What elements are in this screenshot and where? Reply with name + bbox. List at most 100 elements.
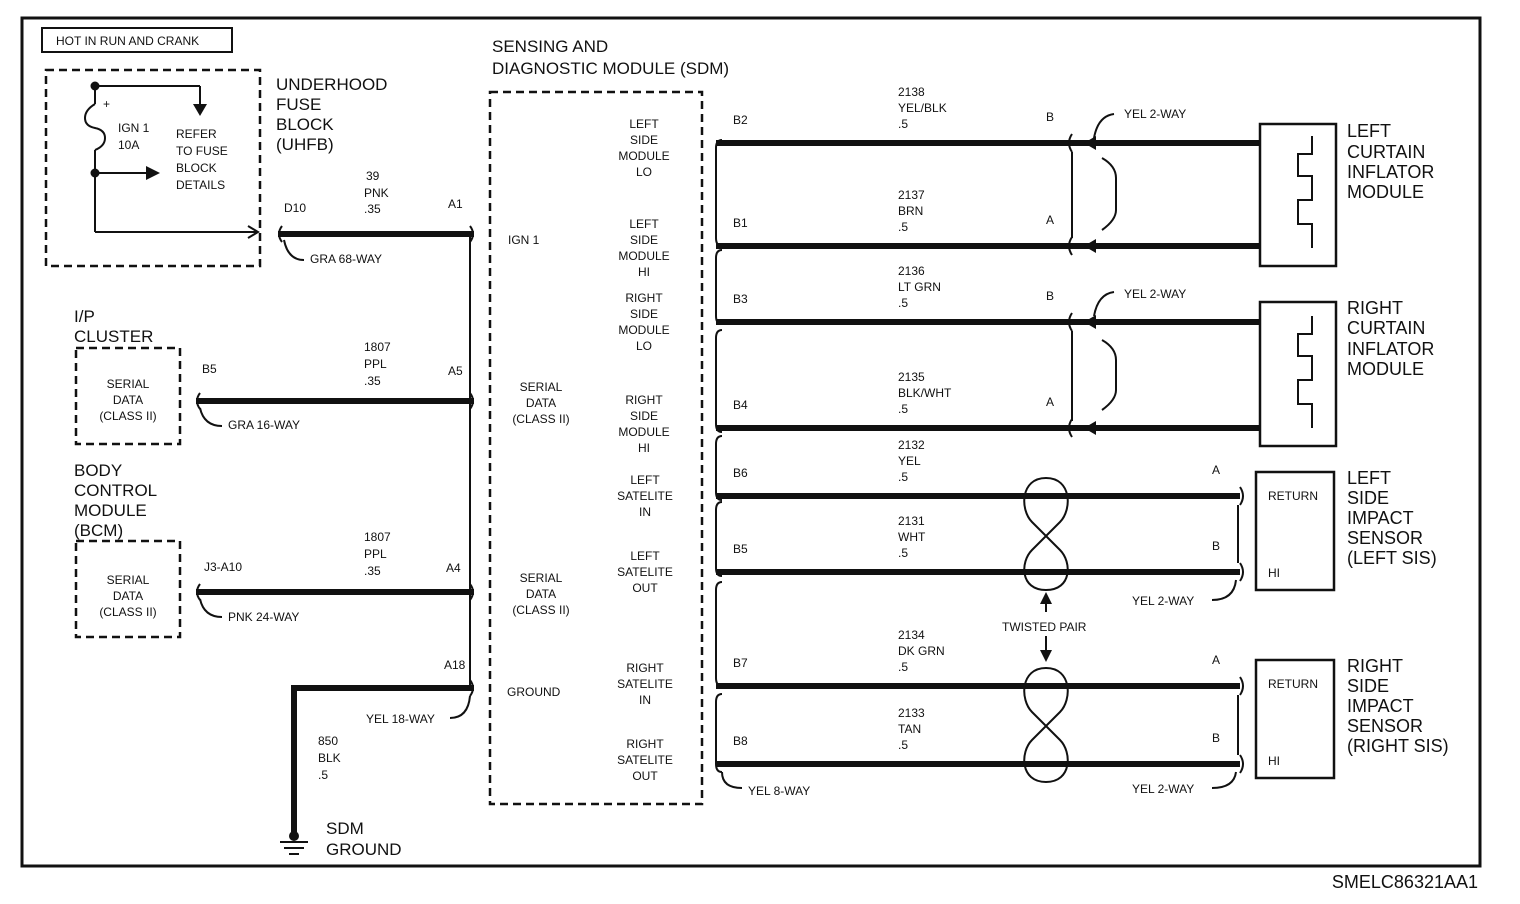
circuit-size-1: .5 [898,220,908,234]
out0-4: LO [636,165,652,179]
circuit-pin-7: B8 [733,734,748,748]
ls-2: SIDE [1347,488,1389,508]
out6-2: SATELITE [617,677,673,691]
out1-4: HI [638,265,650,279]
out7-1: RIGHT [626,737,664,751]
shorting-bar-left [1101,157,1117,231]
sdm-dashed-box [488,90,704,806]
circuit-size-4: .5 [898,470,908,484]
header-text: HOT IN RUN AND CRANK [56,34,199,48]
right-impact-sensor: RETURN HI RIGHT SIDE IMPACT SENSOR (RIGH… [1254,656,1449,780]
bcm: BODY CONTROL MODULE (BCM) SERIAL DATA (C… [74,461,299,639]
bcm-body-1: SERIAL [107,573,150,587]
ls-return: RETURN [1268,489,1318,503]
circuit-number-6: 2134 [898,628,925,642]
ls-hi: HI [1268,566,1280,580]
ip-dashed-box [74,346,182,446]
twisted-pair-label: TWISTED PAIR [1002,620,1087,634]
out4-2: SATELITE [617,489,673,503]
circuit-number-4: 2132 [898,438,925,452]
lcm-4: MODULE [1347,182,1424,202]
bcm-title-4: (BCM) [74,521,123,540]
bcm-body-2: DATA [113,589,143,603]
left-curtain-module: LEFT CURTAIN INFLATOR MODULE [1258,121,1434,268]
circuit-end-0: B [1046,110,1054,124]
wire-850 [291,685,474,832]
circuit-color-2: LT GRN [898,280,941,294]
rs-5: (RIGHT SIS) [1347,736,1449,756]
header-box [41,27,233,53]
circuit-pin-2: B3 [733,292,748,306]
circuit-size-6: .5 [898,660,908,674]
ip-cluster: I/P CLUSTER SERIAL DATA (CLASS II) B5 GR… [74,307,300,446]
ip-body-2: DATA [113,393,143,407]
uhfb-title-2: FUSE [276,95,321,114]
out5-1: LEFT [630,549,660,563]
rs-return: RETURN [1268,677,1318,691]
refer-2: TO FUSE [176,144,228,158]
rcm-1: RIGHT [1347,298,1403,318]
out0-3: MODULE [618,149,669,163]
sdm-fn-serial1-2: DATA [526,396,556,410]
sdm-fn-serial2-1: SERIAL [520,571,563,585]
uhfb-title-4: (UHFB) [276,135,334,154]
left-wiring: 39 PNK .35 1807 PPL .35 1807 PPL .35 850… [196,169,474,859]
ip-pin: B5 [202,362,217,376]
circuit-end-5: B [1212,539,1220,553]
refer-4: DETAILS [176,178,225,192]
out1-3: MODULE [618,249,669,263]
out2-3: MODULE [618,323,669,337]
diagram-border [20,16,1482,868]
out4-3: IN [639,505,651,519]
out3-3: MODULE [618,425,669,439]
circuit-end-4: A [1212,463,1220,477]
bcm-title-3: MODULE [74,501,147,520]
w39-1: 39 [366,169,380,183]
out7-2: SATELITE [617,753,673,767]
uhfb-pin: D10 [284,201,306,215]
circuit-size-5: .5 [898,546,908,560]
w1807b-1: 1807 [364,530,391,544]
w1807b-2: PPL [364,547,387,561]
sdm-fn-serial1-3: (CLASS II) [512,412,569,426]
sdm-module: SENSING AND DIAGNOSTIC MODULE (SDM) IGN … [488,37,729,806]
sdm-fn-serial2-3: (CLASS II) [512,603,569,617]
pin-a18: A18 [444,658,466,672]
bcm-body-3: (CLASS II) [99,605,156,619]
uhfb-title-1: UNDERHOOD [276,75,387,94]
sdm-right-connector [715,139,723,773]
w1807a-1: 1807 [364,340,391,354]
w850-1: 850 [318,734,338,748]
sdm-fn-serial2-2: DATA [526,587,556,601]
conn-c3: YEL 2-WAY [1132,594,1194,608]
fuse-label-2: 10A [118,138,139,152]
circuit-number-0: 2138 [898,85,925,99]
circuit-end-1: A [1046,213,1054,227]
ls-3: IMPACT [1347,508,1414,528]
circuit-pin-1: B1 [733,216,748,230]
pin-a4: A4 [446,561,461,575]
ip-connector: GRA 16-WAY [228,418,300,432]
out6-1: RIGHT [626,661,664,675]
bcm-title-2: CONTROL [74,481,157,500]
fuse-icon [83,103,107,151]
bcm-dashed-box [74,539,182,639]
refer-1: REFER [176,127,217,141]
rcm-4: MODULE [1347,359,1424,379]
ip-title-1: I/P [74,307,95,326]
circuit-color-3: BLK/WHT [898,386,952,400]
out2-2: SIDE [630,307,658,321]
sdm-fn-ign: IGN 1 [508,233,540,247]
circuit-color-7: TAN [898,722,921,736]
circuit-size-7: .5 [898,738,908,752]
out6-3: IN [639,693,651,707]
uhfb-dashed-box [44,68,262,268]
rcm-3: INFLATOR [1347,339,1434,359]
circuit-size-0: .5 [898,117,908,131]
rs-4: SENSOR [1347,716,1423,736]
out7-3: OUT [632,769,658,783]
sdm-title-1: SENSING AND [492,37,608,56]
out0-1: LEFT [629,117,659,131]
lcm-3: INFLATOR [1347,162,1434,182]
